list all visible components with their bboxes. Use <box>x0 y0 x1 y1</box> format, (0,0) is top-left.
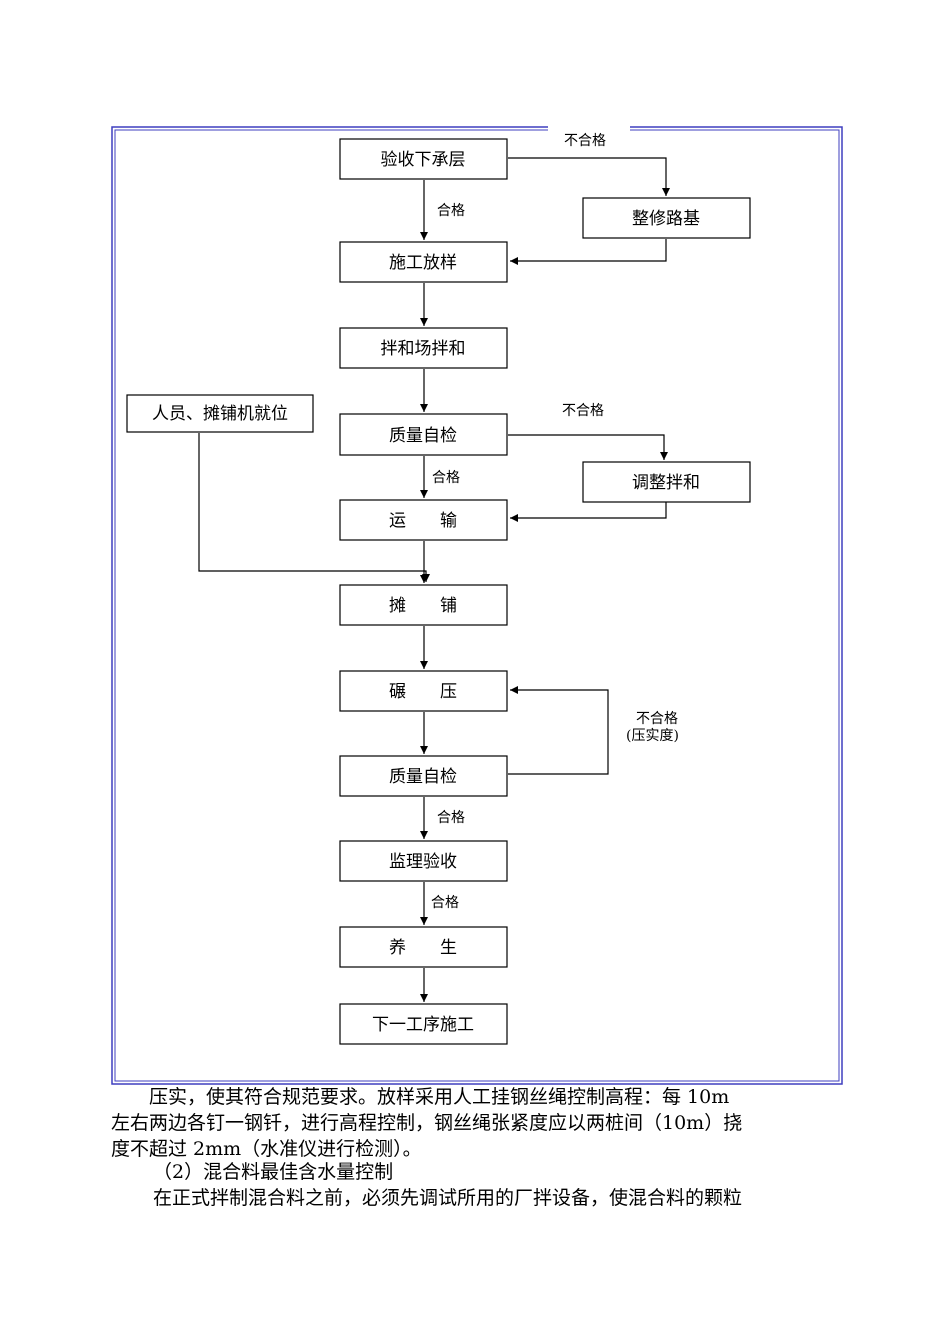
construction-flowchart: 验收下承层 整修路基 施工放样 拌和场拌和 人员、摊铺机就位 质量自检 调整拌和… <box>111 126 843 1085</box>
diagram-frame-inner <box>114 129 840 1082</box>
label-hege-1: 合格 <box>437 203 465 219</box>
body-line-3: 度不超过 2mm（水准仪进行检测）。 <box>111 1138 422 1160</box>
label-buhege-1: 不合格 <box>564 133 606 149</box>
node-tiaozheng-banhe: 调整拌和 <box>632 473 700 493</box>
node-zhengxiu-luji: 整修路基 <box>632 209 700 229</box>
node-tanpu: 摊 铺 <box>389 596 457 616</box>
node-jianli-yanshou: 监理验收 <box>389 852 457 872</box>
node-box-tiaozheng <box>582 461 751 503</box>
diagram-frame-outer <box>111 126 843 1085</box>
label-buhege-3-line1: 不合格 <box>636 711 678 727</box>
node-box-yangsheng <box>339 926 508 968</box>
label-hege-3: 合格 <box>437 810 465 826</box>
node-box-yunshu <box>339 499 508 541</box>
node-box-fangyang <box>339 241 508 283</box>
node-renyuan-tanpuji: 人员、摊铺机就位 <box>152 404 288 424</box>
node-shigong-fangyang: 施工放样 <box>389 253 457 273</box>
node-box-xiayigongxu <box>339 1003 508 1045</box>
node-zhiliang-zijian-2: 质量自检 <box>389 767 457 787</box>
node-yanshou-xiachengceng: 验收下承层 <box>381 150 466 170</box>
node-zhiliang-zijian-1: 质量自检 <box>389 426 457 446</box>
compaction-loop-path <box>508 686 609 775</box>
node-box-nianya <box>339 670 508 712</box>
body-line-4: 在正式拌制混合料之前，必须先调试所用的厂拌设备，使混合料的颗粒 <box>153 1187 743 1209</box>
node-box-banhe <box>339 327 508 369</box>
side-input-path <box>198 433 430 582</box>
body-line-2: 左右两边各钉一钢钎，进行高程控制，钢丝绳张紧度应以两桩间（10m）挠 <box>111 1112 743 1134</box>
node-nianya: 碾 压 <box>389 682 457 702</box>
node-box-jianli <box>339 840 508 882</box>
node-box-zijian1 <box>339 413 508 456</box>
label-buhege-3-line2: (压实度) <box>626 728 679 744</box>
body-line-1: 压实，使其符合规范要求。放样采用人工挂钢丝绳控制高程：每 10m <box>149 1086 730 1108</box>
node-box-renyuan <box>126 394 314 433</box>
node-box-tanpu <box>339 584 508 626</box>
reject-path-1 <box>508 157 670 196</box>
return-path-1 <box>510 239 667 265</box>
node-box-zijian2 <box>339 755 508 797</box>
section-heading: （2）混合料最佳含水量控制 <box>153 1161 394 1183</box>
return-path-2 <box>510 502 667 522</box>
node-box-yanshou <box>339 138 508 180</box>
node-box-zhengxiu <box>582 197 751 239</box>
node-yangsheng: 养 生 <box>389 938 457 958</box>
reject-path-2 <box>508 434 668 460</box>
node-yunshu: 运 输 <box>389 511 457 531</box>
label-buhege-2: 不合格 <box>562 403 604 419</box>
label-hege-4: 合格 <box>431 895 459 911</box>
node-xia-yi-gongxu: 下一工序施工 <box>372 1015 474 1035</box>
node-banhechang-banhe: 拌和场拌和 <box>381 339 466 359</box>
label-hege-2: 合格 <box>432 470 460 486</box>
